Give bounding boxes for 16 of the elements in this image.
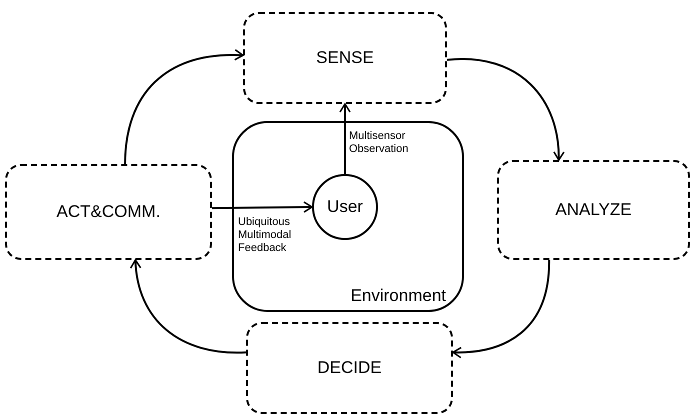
node-label: ANALYZE: [555, 200, 632, 220]
node-label: ACT&COMM.: [56, 202, 160, 222]
node-label: SENSE: [316, 48, 374, 68]
arrow: [339, 103, 351, 174]
node-label: User: [327, 197, 363, 217]
arrow: [212, 201, 313, 213]
node-label: DECIDE: [317, 358, 382, 378]
arrow: [452, 260, 550, 358]
process-box: [243, 12, 447, 104]
arrow: [124, 49, 244, 164]
process-box: [5, 164, 212, 260]
process-box: [246, 322, 453, 414]
process-box: [497, 160, 690, 260]
area-label: Environment: [350, 286, 446, 306]
arrow: [446, 58, 564, 161]
arrow: [130, 259, 246, 354]
